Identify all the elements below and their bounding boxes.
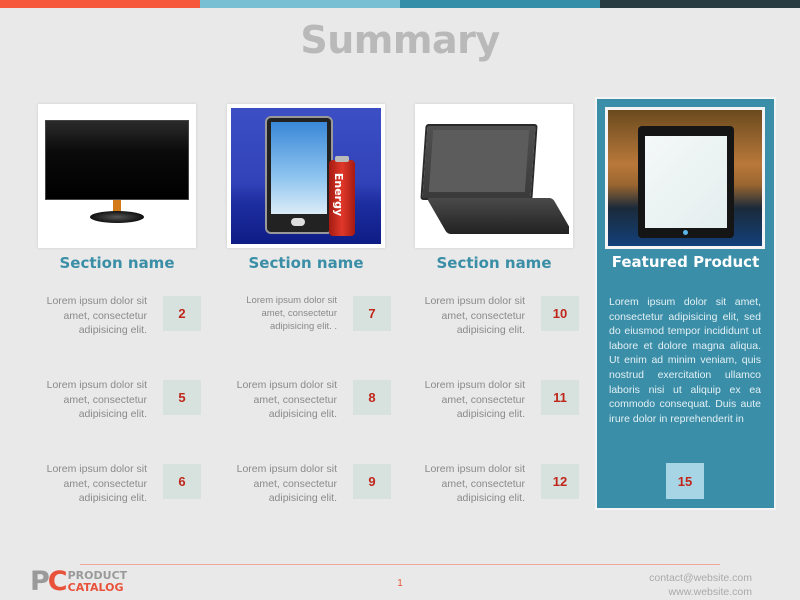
item-number-badge: 9 [353,464,391,499]
section-name: Section name [59,254,175,272]
list-item: Lorem ipsum dolor sit amet, consectetur … [415,294,580,336]
item-description: Lorem ipsum dolor sit amet, consectetur … [424,379,525,420]
contact-email[interactable]: contact@website.com [649,572,752,584]
item-number-badge: 8 [353,380,391,415]
color-stripe-orange [0,0,200,8]
list-item: Lorem ipsum dolor sit amet, consectetur … [415,378,580,420]
item-number-badge: 10 [541,296,579,331]
item-description: Lorem ipsum dolor sit amet, consectetur … [46,463,147,504]
item-description: Lorem ipsum dolor sit amet, consectetur … [424,463,525,504]
list-item: Lorem ipsum dolor sit amet, consectetur … [37,378,202,420]
logo-wordmark: PRODUCT CATALOG [68,570,128,596]
list-item: Lorem ipsum dolor sit amet, consectetur … [227,462,392,504]
logo-pc-mark: PC [30,566,68,597]
section-column-3: Section name [415,104,573,272]
item-number-badge: 6 [163,464,201,499]
battery-label: Energy [332,172,346,217]
featured-number-badge: 15 [666,463,704,499]
section-column-1: Section name [38,104,196,272]
item-number-badge: 2 [163,296,201,331]
contact-info: contact@website.com www.website.com [649,571,752,599]
item-description: Lorem ipsum dolor sit amet, consectetur … [246,295,337,332]
logo-word-catalog: CATALOG [67,581,124,594]
color-stripe-teal [400,0,600,8]
section-name: Section name [436,254,552,272]
list-item: Lorem ipsum dolor sit amet, consectetur … [37,462,202,504]
item-description: Lorem ipsum dolor sit amet, consectetur … [46,295,147,336]
product-catalog-logo: PC PRODUCT CATALOG [30,568,127,596]
list-item: Lorem ipsum dolor sit amet, consectetur … [227,378,392,420]
laptop-image [419,108,569,244]
smartphone-image: Energy [231,108,381,244]
color-stripe-light-blue [200,0,400,8]
list-item: Lorem ipsum dolor sit amet, consectetur … [415,462,580,504]
featured-product-card[interactable]: Featured Product Lorem ipsum dolor sit a… [595,97,776,510]
item-number-badge: 11 [541,380,579,415]
logo-letter-p: P [30,566,50,597]
tablet-image [605,107,765,249]
section-column-2: Energy Section name [227,104,385,272]
page-title: Summary [300,18,500,62]
monitor-image [42,108,192,244]
list-item: Lorem ipsum dolor sit amet, consectetur … [227,294,392,334]
item-number-badge: 12 [541,464,579,499]
product-thumbnail[interactable]: Energy [227,104,385,248]
item-description: Lorem ipsum dolor sit amet, consectetur … [46,379,147,420]
item-number-badge: 5 [163,380,201,415]
featured-product-name: Featured Product [611,253,760,271]
contact-website[interactable]: www.website.com [668,586,752,598]
product-thumbnail[interactable] [415,104,573,248]
item-description: Lorem ipsum dolor sit amet, consectetur … [424,295,525,336]
featured-product-description: Lorem ipsum dolor sit amet, consectetur … [609,296,761,425]
item-description: Lorem ipsum dolor sit amet, consectetur … [236,379,337,420]
list-item: Lorem ipsum dolor sit amet, consectetur … [37,294,202,336]
logo-letter-c: C [47,566,68,597]
top-color-bar [0,0,800,8]
item-number-badge: 7 [353,296,391,331]
section-name: Section name [248,254,364,272]
logo-word-product: PRODUCT [67,569,128,582]
page-number: 1 [397,578,403,589]
product-thumbnail[interactable] [38,104,196,248]
color-stripe-dark [600,0,800,8]
footer-divider [80,564,720,565]
item-description: Lorem ipsum dolor sit amet, consectetur … [236,463,337,504]
